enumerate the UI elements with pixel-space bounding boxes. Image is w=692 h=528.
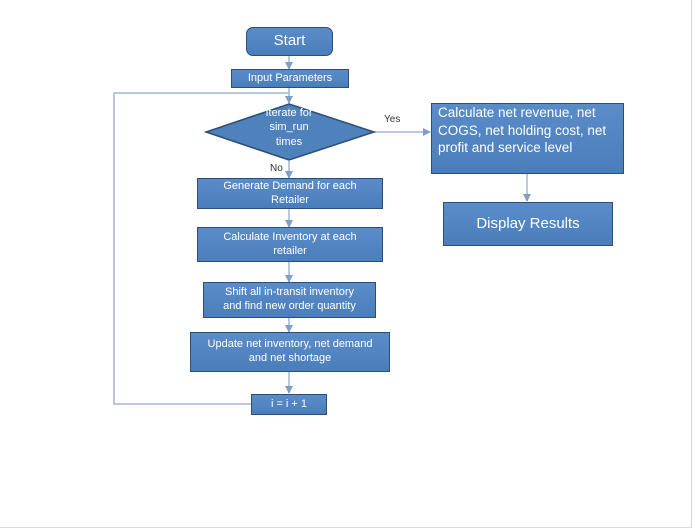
shift-inventory-line-2: and find new order quantity (223, 300, 356, 312)
calculate-inventory-line-1: Calculate Inventory at each (223, 230, 357, 243)
calculate-inventory-box: Calculate Inventory at each retailer (197, 227, 383, 262)
arrow-loop-back (113, 92, 289, 405)
decision-line-2: sim_run (269, 121, 309, 134)
calculate-net-line-2: COGS, net holding cost, net (438, 122, 607, 138)
input-parameters-label: Input Parameters (247, 71, 333, 84)
start-label: Start (273, 32, 306, 50)
update-net-line-2: and net shortage (248, 352, 332, 364)
no-label: No (270, 163, 283, 174)
decision-diamond (203, 103, 377, 161)
start-node: Start (246, 27, 333, 56)
generate-demand-line-1: Generate Demand for each (223, 179, 357, 192)
calculate-inventory-line-2: retailer (273, 244, 307, 257)
calculate-net-box: Calculate net revenue, net COGS, net hol… (431, 103, 624, 174)
decision-line-3: times (275, 135, 303, 148)
update-net-box: Update net inventory, net demand and net… (190, 332, 390, 372)
display-results-box: Display Results (443, 202, 613, 246)
shift-inventory-box: Shift all in-transit inventory and find … (203, 282, 376, 318)
yes-label: Yes (384, 114, 401, 125)
update-net-line-1: Update net inventory, net demand (207, 338, 373, 351)
calculate-net-line-1: Calculate net revenue, net (438, 105, 596, 120)
generate-demand-line-2: Retailer (271, 193, 309, 206)
decision-line-1: Iterate for (265, 107, 313, 119)
increment-box: i = i + 1 (251, 394, 327, 415)
decision-label: Iterate for sim_run times (236, 106, 342, 149)
calculate-net-line-3: profit and service level (438, 140, 573, 156)
input-parameters-box: Input Parameters (231, 69, 349, 88)
generate-demand-box: Generate Demand for each Retailer (197, 178, 383, 209)
display-results-label: Display Results (476, 214, 580, 232)
increment-label: i = i + 1 (270, 397, 308, 410)
shift-inventory-line-1: Shift all in-transit inventory (225, 286, 354, 299)
